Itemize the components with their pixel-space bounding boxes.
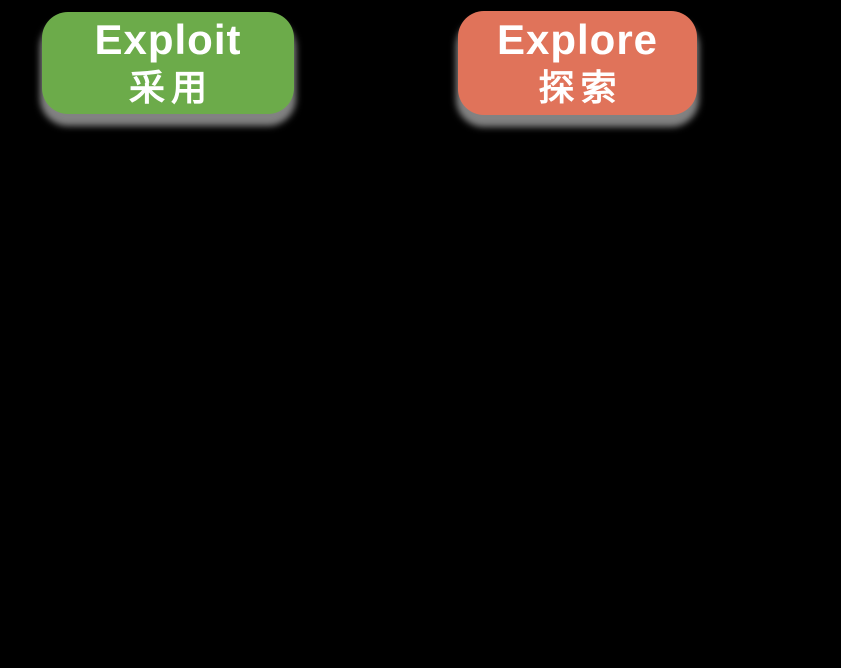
- exploit-label-zh: 采用: [128, 67, 213, 109]
- explore-node: Explore 探索: [458, 11, 697, 115]
- exploit-node: Exploit 采用: [42, 12, 294, 114]
- explore-label-en: Explore: [496, 16, 659, 64]
- exploit-label-en: Exploit: [94, 16, 242, 64]
- explore-label-zh: 探索: [538, 67, 623, 109]
